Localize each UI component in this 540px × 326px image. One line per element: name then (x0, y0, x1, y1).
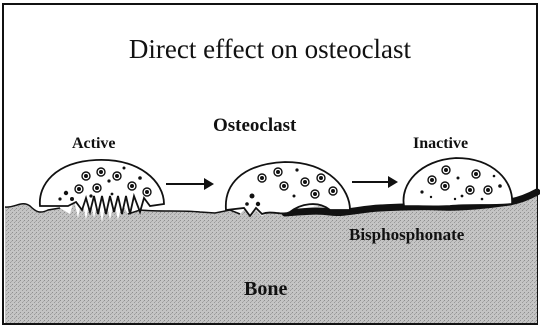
diagram-title: Direct effect on osteoclast (0, 34, 540, 65)
right-arrow-icon (166, 178, 214, 190)
inactive-osteoclast (403, 158, 512, 206)
transitioning-osteoclast (226, 162, 350, 216)
right-arrow-icon (352, 176, 398, 188)
active-osteoclast (40, 160, 164, 214)
label-bisphosphonate: Bisphosphonate (349, 225, 464, 245)
label-osteoclast: Osteoclast (213, 115, 296, 137)
label-inactive: Inactive (413, 135, 468, 153)
label-active: Active (72, 135, 116, 153)
label-bone: Bone (244, 278, 287, 301)
